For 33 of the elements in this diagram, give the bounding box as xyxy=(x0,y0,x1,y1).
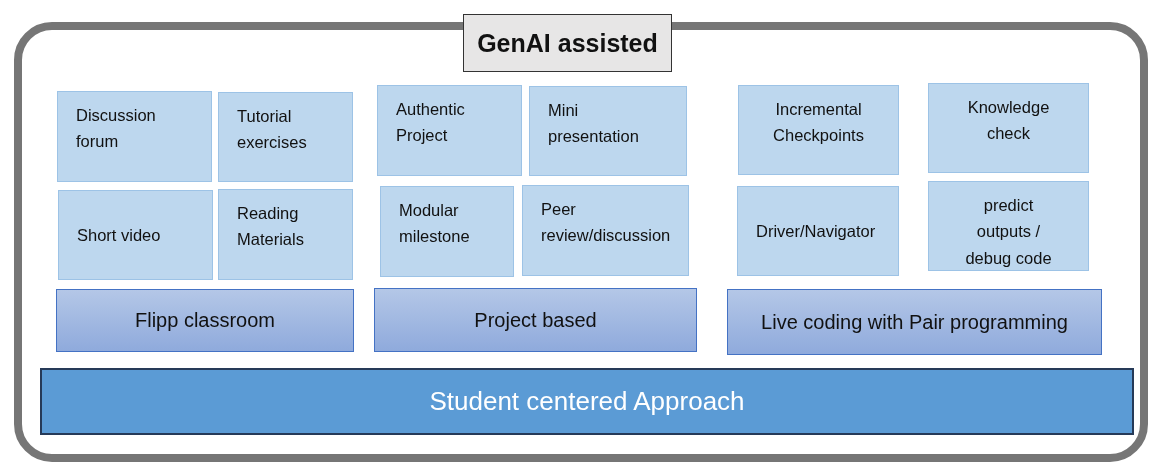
method-label: Student centered Approach xyxy=(429,386,745,417)
topic-card xyxy=(57,91,212,182)
topic-label: Short video xyxy=(77,224,161,246)
topic-card xyxy=(522,185,689,276)
topic-label: Incremental Checkpoints xyxy=(773,100,864,145)
method-label: Live coding with Pair programming xyxy=(761,310,1068,334)
topic-card xyxy=(928,83,1089,173)
topic-label: Peer review/discussion xyxy=(541,200,671,245)
method-bar xyxy=(374,288,697,352)
topic-label: Authentic Project xyxy=(396,100,465,145)
topic-card xyxy=(529,86,687,176)
topic-card xyxy=(218,92,353,182)
method-bar xyxy=(56,289,354,352)
method-bar xyxy=(727,289,1102,355)
topic-label: Modular milestone xyxy=(399,201,470,246)
topic-label: predict outputs / debug code xyxy=(965,196,1052,267)
topic-card xyxy=(737,186,899,276)
topic-card xyxy=(58,190,213,280)
topic-label: Tutorial exercises xyxy=(237,107,307,152)
topic-card xyxy=(738,85,899,175)
topic-label: Mini presentation xyxy=(548,101,639,146)
topic-card xyxy=(218,189,353,280)
method-label: Flipp classroom xyxy=(134,309,275,332)
foundation-bar xyxy=(40,368,1134,435)
topic-label: Reading Materials xyxy=(237,204,304,249)
frame-title: GenAI assisted xyxy=(463,14,672,72)
topic-label: Discussion forum xyxy=(76,106,156,151)
topic-card xyxy=(928,181,1089,271)
topic-label: Knowledge check xyxy=(967,98,1050,143)
method-label: Project based xyxy=(474,308,597,332)
topic-card xyxy=(380,186,514,277)
topic-card xyxy=(377,85,522,176)
topic-label: Driver/Navigator xyxy=(756,220,876,242)
